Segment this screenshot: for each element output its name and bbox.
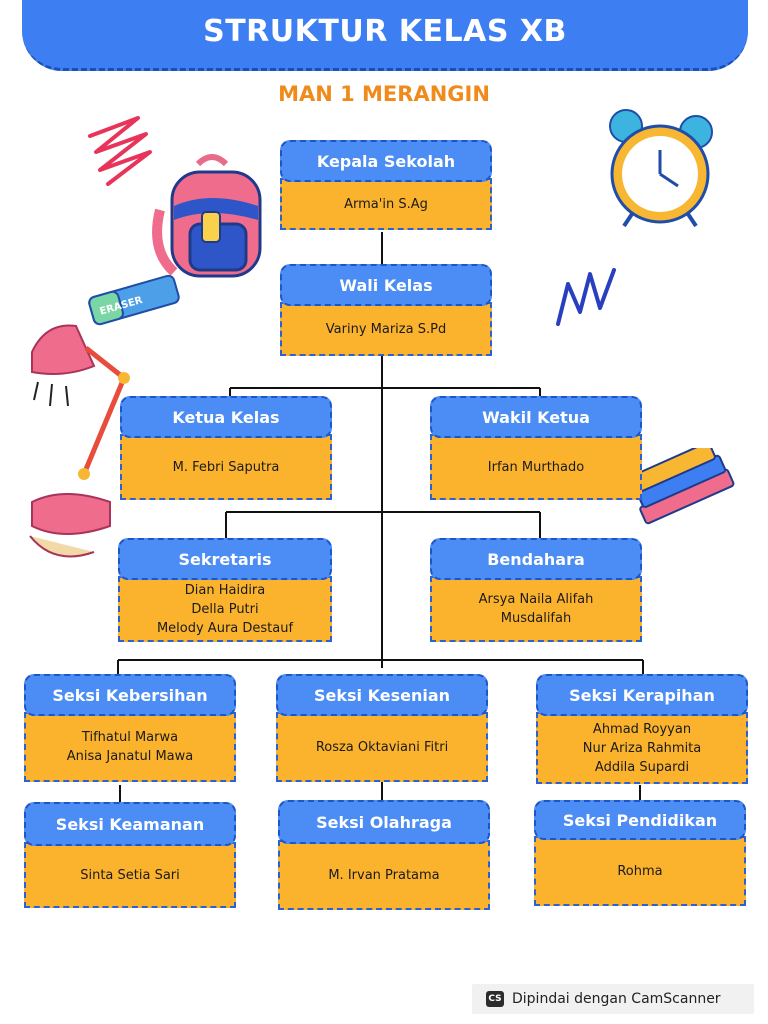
role-label: Sekretaris xyxy=(118,538,332,580)
node-seksi-pendidikan: Seksi Pendidikan Rohma xyxy=(534,800,746,906)
node-seksi-kesenian: Seksi Kesenian Rosza Oktaviani Fitri xyxy=(276,674,488,782)
title-banner: STRUKTUR KELAS XB xyxy=(22,0,748,71)
member-name: Rosza Oktaviani Fitri xyxy=(315,739,449,755)
role-label: Wali Kelas xyxy=(280,264,492,306)
role-label: Ketua Kelas xyxy=(120,396,332,438)
member-name: Anisa Janatul Mawa xyxy=(66,749,194,764)
role-label: Seksi Pendidikan xyxy=(534,800,746,840)
node-seksi-keamanan: Seksi Keamanan Sinta Setia Sari xyxy=(24,802,236,908)
camscanner-watermark: CS Dipindai dengan CamScanner xyxy=(472,984,754,1014)
alarm-clock-illustration xyxy=(609,109,713,228)
node-seksi-kebersihan: Seksi Kebersihan Tifhatul Marwa Anisa Ja… xyxy=(24,674,236,782)
role-label: Wakil Ketua xyxy=(430,396,642,438)
camscanner-logo-icon: CS xyxy=(486,991,504,1007)
node-sekretaris: Sekretaris Dian Haidira Della Putri Melo… xyxy=(118,538,332,642)
names-box: Tifhatul Marwa Anisa Janatul Mawa xyxy=(24,712,236,782)
names-box: Rohma xyxy=(534,836,746,906)
names-box: M. Febri Saputra xyxy=(120,434,332,500)
member-name: Ahmad Royyan xyxy=(592,721,692,737)
eraser-illustration: ERASER xyxy=(88,274,180,326)
member-name: Melody Aura Destauf xyxy=(156,620,294,636)
member-name: M. Irvan Pratama xyxy=(328,867,440,883)
node-bendahara: Bendahara Arsya Naila Alifah Musdalifah xyxy=(430,538,642,642)
member-name: Tifhatul Marwa xyxy=(81,730,179,745)
role-label: Seksi Kerapihan xyxy=(536,674,748,716)
node-seksi-olahraga: Seksi Olahraga M. Irvan Pratama xyxy=(278,800,490,910)
names-box: Variny Mariza S.Pd xyxy=(280,302,492,356)
node-kepala-sekolah: Kepala Sekolah Arma'in S.Ag xyxy=(280,140,492,230)
member-name: Arsya Naila Alifah xyxy=(478,592,594,607)
names-box: Rosza Oktaviani Fitri xyxy=(276,712,488,782)
role-label: Bendahara xyxy=(430,538,642,580)
member-name: Della Putri xyxy=(191,601,259,617)
role-label: Seksi Keamanan xyxy=(24,802,236,846)
member-name: Rohma xyxy=(617,863,663,879)
names-box: Ahmad Royyan Nur Ariza Rahmita Addila Su… xyxy=(536,712,748,784)
names-box: M. Irvan Pratama xyxy=(278,840,490,910)
member-name: Musdalifah xyxy=(500,611,572,626)
member-name: Sinta Setia Sari xyxy=(80,867,180,883)
page-title: STRUKTUR KELAS XB xyxy=(203,14,567,49)
member-name: M. Febri Saputra xyxy=(172,459,280,475)
blue-scribble-decoration xyxy=(556,268,616,326)
desk-lamp-illustration xyxy=(29,324,130,558)
member-name: Dian Haidira xyxy=(184,582,266,598)
names-box: Sinta Setia Sari xyxy=(24,842,236,908)
names-box: Arsya Naila Alifah Musdalifah xyxy=(430,576,642,642)
node-seksi-kerapihan: Seksi Kerapihan Ahmad Royyan Nur Ariza R… xyxy=(536,674,748,784)
role-label: Kepala Sekolah xyxy=(280,140,492,182)
books-illustration xyxy=(633,448,735,525)
role-label: Seksi Kebersihan xyxy=(24,674,236,716)
member-name: Variny Mariza S.Pd xyxy=(325,321,447,337)
member-name: Addila Supardi xyxy=(594,759,690,775)
names-box: Dian Haidira Della Putri Melody Aura Des… xyxy=(118,576,332,642)
names-box: Irfan Murthado xyxy=(430,434,642,500)
node-wali-kelas: Wali Kelas Variny Mariza S.Pd xyxy=(280,264,492,356)
role-label: Seksi Olahraga xyxy=(278,800,490,844)
node-wakil-ketua: Wakil Ketua Irfan Murthado xyxy=(430,396,642,500)
backpack-illustration xyxy=(152,154,262,278)
names-box: Arma'in S.Ag xyxy=(280,178,492,230)
member-name: Nur Ariza Rahmita xyxy=(582,740,702,756)
member-name: Arma'in S.Ag xyxy=(344,196,428,212)
member-name: Irfan Murthado xyxy=(487,459,585,475)
red-scribble-decoration xyxy=(88,116,152,186)
role-label: Seksi Kesenian xyxy=(276,674,488,716)
camscanner-text: Dipindai dengan CamScanner xyxy=(512,991,721,1007)
node-ketua-kelas: Ketua Kelas M. Febri Saputra xyxy=(120,396,332,500)
school-subtitle: MAN 1 MERANGIN xyxy=(278,82,490,106)
